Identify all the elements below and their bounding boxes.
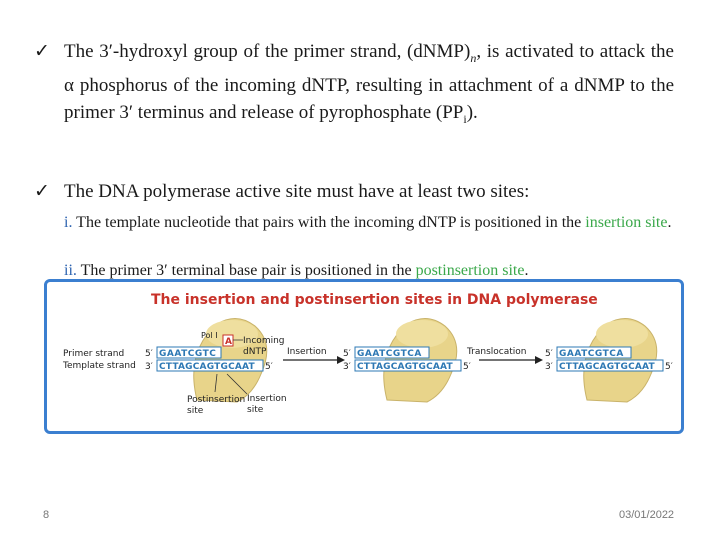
three-prime-label: 3′ — [545, 362, 553, 372]
pol-label: Pol I — [201, 331, 218, 340]
checkmark-icon: ✓ — [34, 180, 50, 202]
figure-title: The insertion and postinsertion sites in… — [151, 292, 598, 308]
slide-date: 03/01/2022 — [619, 509, 675, 521]
stage2-template-seq: CTTAGCAGTGCAAT — [357, 362, 454, 372]
insertion-site-label: Insertion — [247, 394, 287, 404]
insertion-site-highlight: insertion site — [585, 214, 668, 231]
five-prime-label: 5′ — [665, 362, 673, 372]
primer-strand-label: Primer strand — [63, 349, 124, 359]
polymerase-figure: The insertion and postinsertion sites in… — [44, 279, 684, 434]
bullet-2-text: The DNA polymerase active site must have… — [64, 181, 530, 202]
incoming-base: A — [225, 337, 232, 347]
subitem-number: ii. — [64, 262, 77, 279]
five-prime-label: 5′ — [545, 349, 553, 359]
stage1-primer-seq: GAATCGTC — [159, 349, 216, 359]
five-prime-label: 5′ — [463, 362, 471, 372]
five-prime-label: 5′ — [145, 349, 153, 359]
five-prime-label: 5′ — [343, 349, 351, 359]
subitem-number: i. — [64, 214, 73, 231]
stage3-template-seq: CTTAGCAGTGCAAT — [559, 362, 656, 372]
three-prime-label: 3′ — [145, 362, 153, 372]
postinsertion-site-label-2: site — [187, 406, 204, 416]
bullet-2: ✓ The DNA polymerase active site must ha… — [34, 178, 674, 205]
dntp-label: dNTP — [243, 347, 267, 357]
page-number: 8 — [43, 509, 50, 521]
template-strand-label: Template strand — [62, 361, 136, 371]
three-prime-label: 3′ — [343, 362, 351, 372]
bullet-1: ✓ The 3′-hydroxyl group of the primer st… — [34, 38, 674, 133]
polymerase-diagram: Primer strand Template strand Pol I 5′ G… — [62, 318, 673, 416]
checkmark-icon: ✓ — [34, 40, 50, 62]
stage1-template-seq: CTTAGCAGTGCAAT — [159, 362, 256, 372]
insertion-site-label-2: site — [247, 405, 264, 415]
translocation-arrow-label: Translocation — [466, 347, 527, 357]
subitem-1: i. The template nucleotide that pairs wi… — [64, 214, 672, 231]
incoming-label: Incoming — [243, 336, 285, 346]
postinsertion-site-label: Postinsertion — [187, 395, 245, 405]
postinsertion-site-highlight: postinsertion site — [415, 262, 525, 279]
stage3-primer-seq: GAATCGTCA — [559, 349, 624, 359]
stage2-primer-seq: GAATCGTCA — [357, 349, 422, 359]
insertion-arrow-label: Insertion — [287, 347, 327, 357]
bullet-1-text: The 3′-hydroxyl group of the primer stra… — [64, 41, 674, 126]
five-prime-label: 5′ — [265, 362, 273, 372]
subitem-2: ii. The primer 3′ terminal base pair is … — [64, 262, 529, 279]
